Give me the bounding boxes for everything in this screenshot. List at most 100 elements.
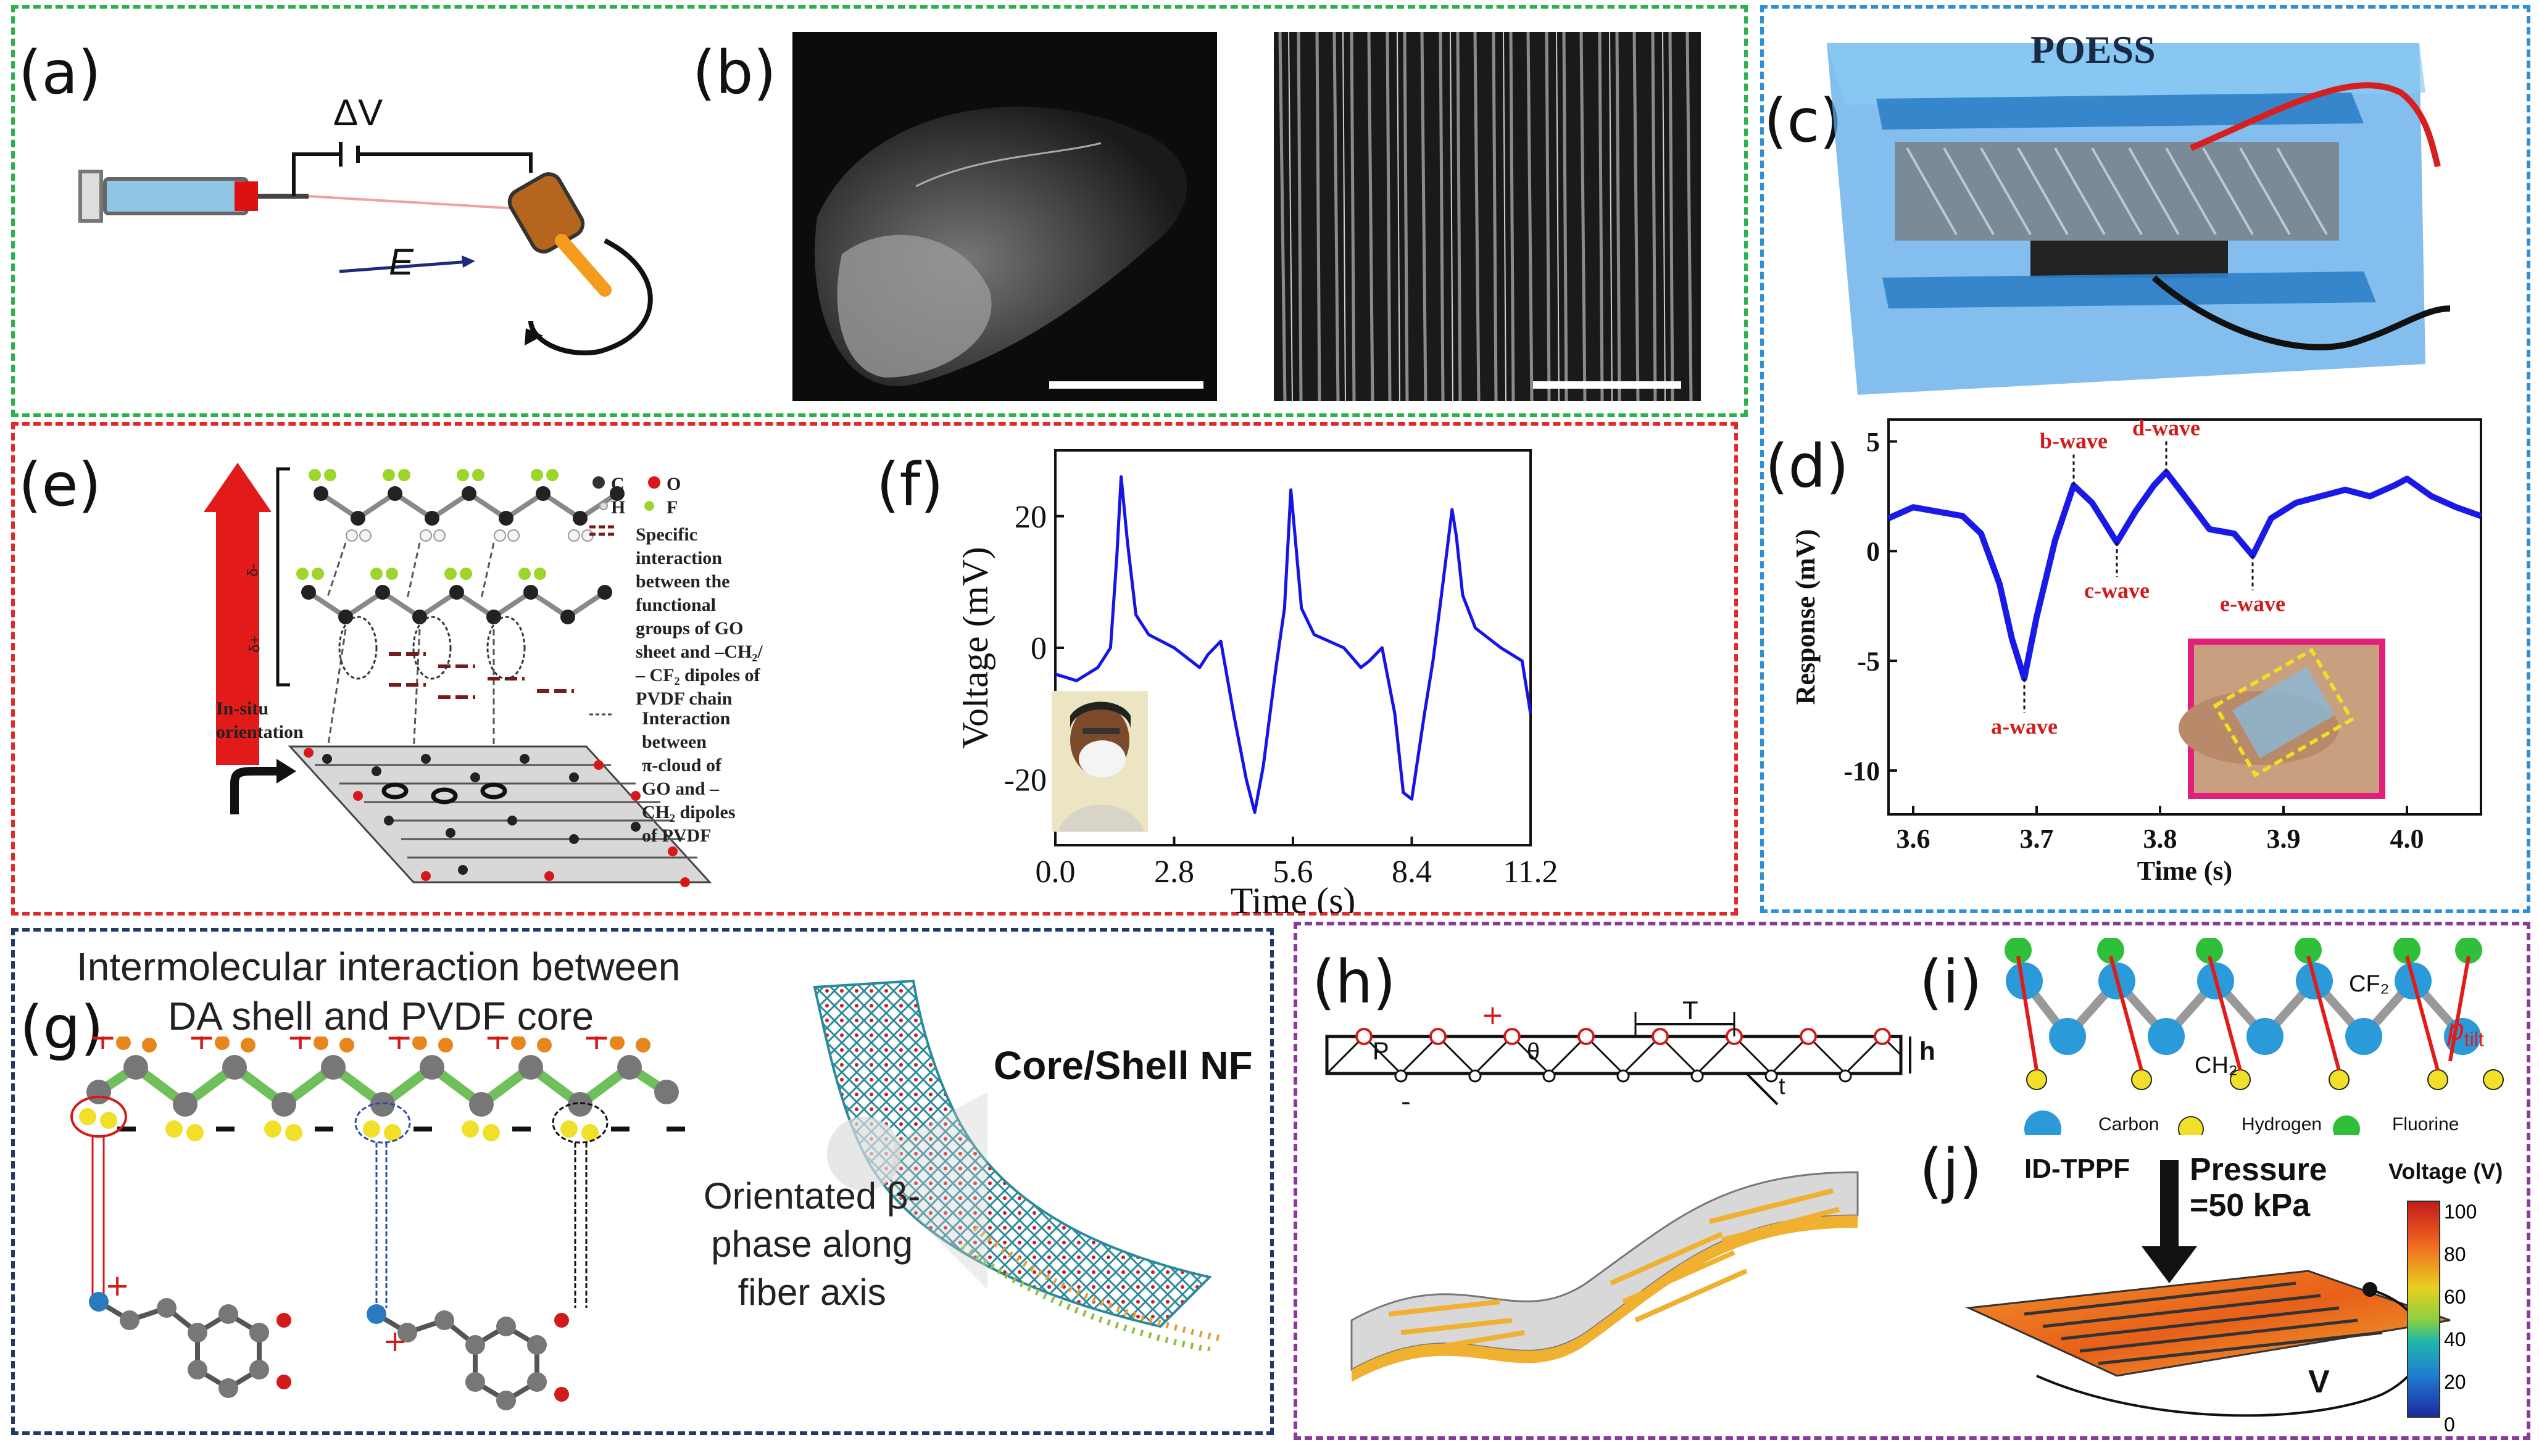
svg-text:-: -	[1401, 1086, 1411, 1117]
y-tick-label: -20	[1004, 763, 1047, 798]
svg-text:+: +	[105, 1268, 130, 1303]
svg-text:+: +	[1481, 999, 1504, 1031]
syringe-barrel	[103, 177, 249, 215]
panel-ab-frame	[11, 5, 1748, 417]
x-tick-label: 3.7	[2020, 824, 2054, 854]
series-line	[1055, 475, 1532, 814]
x-tick-label: 4.0	[2390, 824, 2424, 854]
colorbar-title: Voltage (V)	[2388, 1159, 2503, 1184]
panel-e-label: (e)	[19, 450, 101, 519]
delta-minus-label: δ-	[244, 563, 262, 577]
svg-text:+: +	[484, 1036, 512, 1057]
panel-b-label: (b)	[692, 38, 776, 107]
y-axis-label: Voltage (mV)	[963, 547, 995, 748]
rotating-collector	[507, 172, 585, 254]
x-tick-label: 8.4	[1392, 854, 1432, 890]
mask-wearer-inset	[1052, 691, 1148, 832]
y-tick-label: 5	[1866, 427, 1880, 457]
device-label: ID-TPPF	[2024, 1154, 2130, 1184]
panel-hij-frame	[1294, 922, 2530, 1440]
svg-text:+: +	[188, 1036, 215, 1057]
x-tick-label: 0.0	[1036, 854, 1076, 890]
y-tick-label: 0	[1031, 631, 1047, 666]
jet-line	[308, 195, 538, 211]
y-axis-label: Response (mV)	[1790, 529, 1821, 705]
insitu-label: In-situ orientation	[216, 698, 304, 742]
poess-title: POESS	[2030, 28, 2156, 72]
panel-ef-frame	[11, 422, 1738, 916]
orientated-beta-phase-label: Orientated β- phase along fiber axis	[704, 1175, 921, 1313]
pressure-label-1: Pressure	[2190, 1152, 2327, 1188]
syringe-plunger	[78, 170, 103, 223]
x-axis-label: Time (s)	[1231, 880, 1356, 913]
scale-bar-b2	[1533, 381, 1681, 389]
svg-text:+: +	[385, 1036, 413, 1057]
x-tick-label: 5.6	[1273, 854, 1313, 890]
legend-h: H	[611, 497, 626, 518]
svg-text:+: +	[583, 1036, 610, 1057]
wave-label: a-wave	[1991, 714, 2058, 739]
legend-carbon: Carbon	[2098, 1114, 2159, 1135]
x-tick-label: 3.8	[2143, 824, 2177, 854]
plot-frame	[1887, 418, 2482, 816]
g-title-line1: Intermolecular interaction between	[77, 945, 681, 989]
legend-o: O	[667, 474, 681, 494]
series-line	[1887, 469, 2482, 682]
dipole-arrow	[216, 506, 259, 765]
wave-label: d-wave	[2132, 415, 2200, 440]
field-arrow	[339, 260, 470, 273]
panel-cd-frame	[1760, 5, 2530, 913]
y-tick-label: 20	[1015, 500, 1047, 535]
panel-j-label: (j)	[1919, 1136, 1982, 1206]
syringe-red-tip	[235, 181, 258, 211]
wave-label: b-wave	[2040, 429, 2108, 453]
h-h-label: h	[1919, 1036, 1935, 1065]
v-label: V	[2308, 1364, 2330, 1400]
ptilt-label: ptilt	[2448, 1014, 2484, 1051]
core-shell-nanofiber	[813, 979, 1223, 1351]
panel-g-label: (g)	[20, 993, 104, 1062]
panel-g-frame	[11, 928, 1274, 1435]
legend-specific-interaction: Specific interaction between the functio…	[636, 524, 763, 709]
go-pvdf-interaction-diagram	[204, 463, 712, 887]
wave-label: c-wave	[2084, 578, 2150, 603]
sem-image-fiber-mat	[792, 32, 1217, 401]
red-wire	[2190, 82, 2441, 168]
svg-text:+: +	[89, 1036, 117, 1057]
panel-h-label: (h)	[1312, 948, 1396, 1017]
ch2-label: CH₂	[2195, 1053, 2238, 1078]
legend-c: C	[611, 474, 625, 494]
scale-bar-b1	[1049, 381, 1203, 389]
core-shell-nf-label: Core/Shell NF	[994, 1043, 1253, 1088]
black-wire	[2151, 275, 2451, 350]
colorbar	[2407, 1201, 2440, 1418]
pressure-label-2: =50 kPa	[2190, 1188, 2311, 1223]
x-tick-label: 2.8	[1154, 854, 1194, 890]
legend-pi-interaction: Interaction between π-cloud of GO and – …	[642, 708, 736, 846]
da-pvdf-molecular-diagram: ++++++ + +	[70, 1036, 685, 1410]
voltage-distribution-device	[1965, 1160, 2451, 1417]
voltage-label: ΔV	[333, 92, 383, 133]
panel-d-label: (d)	[1765, 432, 1849, 501]
poess-device-diagram	[1827, 43, 2451, 395]
flexible-interdigitated-device	[1350, 1171, 1859, 1382]
legend-fluorine: Fluorine	[2392, 1114, 2459, 1135]
y-tick-label: -10	[1843, 756, 1880, 786]
legend-hydrogen: Hydrogen	[2242, 1114, 2322, 1135]
x-axis-label: Time (s)	[2137, 856, 2232, 886]
electrospinning-setup-diagram	[78, 142, 653, 355]
h-t-label: t	[1779, 1073, 1785, 1099]
delta-plus-label: δ+	[246, 635, 264, 653]
svg-text:+: +	[383, 1324, 407, 1359]
sensor-patch	[2232, 667, 2335, 758]
pvdf-film-diagram: + -	[1325, 999, 1911, 1117]
sem-image-aligned-fibers	[1274, 32, 1701, 401]
y-tick-label: -5	[1857, 647, 1880, 677]
x-tick-label: 3.6	[1897, 824, 1930, 854]
cf2-label: CF₂	[2349, 971, 2390, 997]
y-tick-label: 0	[1866, 537, 1880, 567]
colorbar-ticks: 100 80 60 40 20 0	[2444, 1201, 2477, 1436]
panel-c-label: (c)	[1764, 86, 1843, 155]
